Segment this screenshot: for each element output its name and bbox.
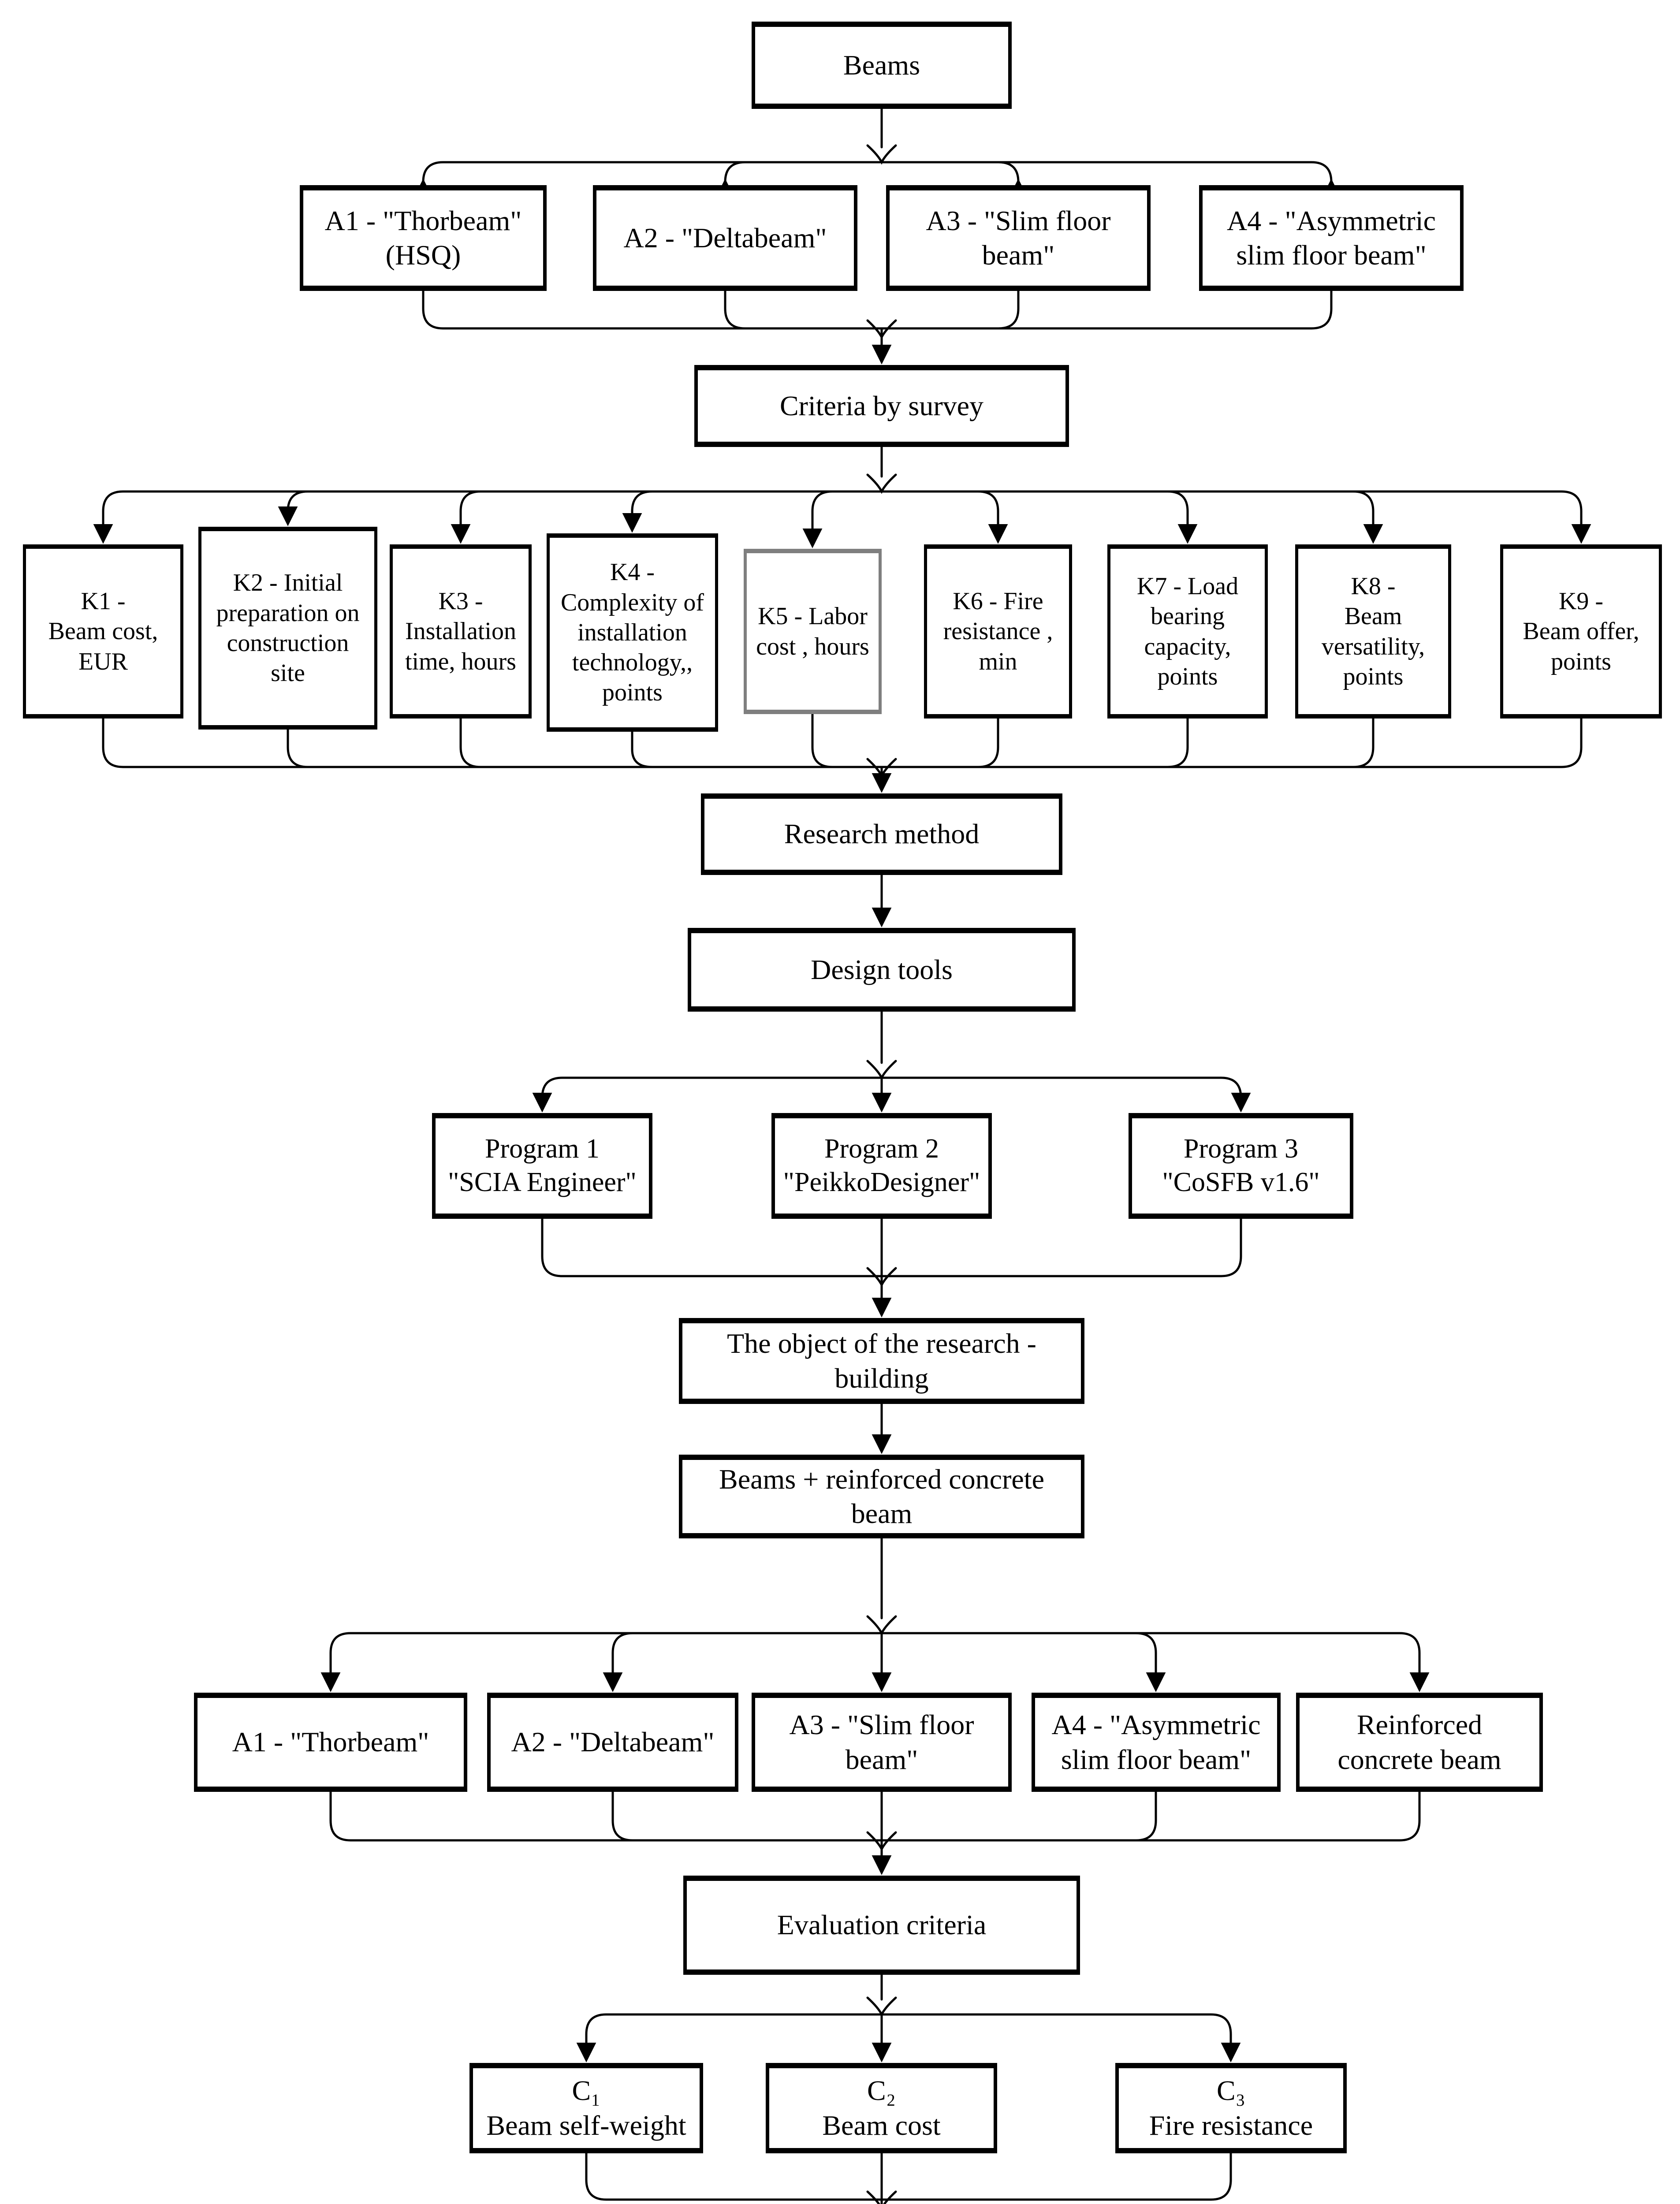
node-k8: K8 - Beam versatility, points — [1295, 544, 1451, 719]
merge-rational — [585, 2152, 1232, 2204]
fanout-alternatives — [320, 1537, 1430, 1692]
node-program-1: Program 1 "SCIA Engineer" — [432, 1113, 652, 1219]
node-k2: K2 - Initial preparation on construction… — [198, 527, 377, 730]
node-evaluation-criteria: Evaluation criteria — [683, 1876, 1080, 1975]
node-object-of-research: The object of the research - building — [679, 1318, 1084, 1404]
node-a1-top: A1 - "Thorbeam" (HSQ) — [300, 185, 547, 291]
node-c2-beam-cost: C₂ Beam cost — [766, 2063, 997, 2153]
fanout-evaluation — [576, 1973, 1241, 2063]
node-c1-beam-self-weight: C₁ Beam self-weight — [469, 2063, 703, 2153]
node-a3-bottom: A3 - "Slim floor beam" — [752, 1693, 1012, 1792]
node-a1-bottom: A1 - "Thorbeam" — [194, 1693, 467, 1792]
node-k5: K5 - Labor cost , hours — [744, 549, 882, 714]
fanout-beams — [413, 108, 1341, 199]
merge-object — [541, 1217, 1242, 1318]
node-k9: K9 - Beam offer, points — [1500, 544, 1662, 719]
merge-research — [102, 713, 1583, 793]
node-program-3: Program 3 "CoSFB v1.6" — [1129, 1113, 1353, 1219]
node-a2-top: A2 - "Deltabeam" — [593, 185, 857, 291]
node-beams: Beams — [752, 22, 1012, 109]
node-k4: K4 - Complexity of installation technolo… — [547, 533, 718, 732]
node-a2-bottom: A2 - "Deltabeam" — [487, 1693, 738, 1792]
node-design-tools: Design tools — [688, 928, 1076, 1012]
node-k7: K7 - Load bearing capacity, points — [1107, 544, 1268, 719]
node-criteria-by-survey: Criteria by survey — [694, 365, 1069, 447]
merge-criteria — [422, 290, 1333, 365]
node-program-2: Program 2 "PeikkoDesigner" — [771, 1113, 992, 1219]
fanout-design — [532, 1010, 1251, 1113]
fanout-criteria — [93, 446, 1591, 548]
node-k3: K3 - Installation time, hours — [390, 544, 532, 719]
node-k6: K6 - Fire resistance , min — [924, 544, 1072, 719]
node-c3-fire-resistance: C₃ Fire resistance — [1115, 2063, 1347, 2153]
node-a3-top: A3 - "Slim floor beam" — [886, 185, 1151, 291]
merge-evaluation — [329, 1791, 1421, 1875]
node-reinforced-concrete-beam: Reinforced concrete beam — [1296, 1693, 1543, 1792]
node-a4-bottom: A4 - "Asymmetric slim floor beam" — [1032, 1693, 1281, 1792]
node-a4-top: A4 - "Asymmetric slim floor beam" — [1199, 185, 1464, 291]
node-k1: K1 - Beam cost, EUR — [23, 544, 183, 719]
node-beams-plus-rc: Beams + reinforced concrete beam — [679, 1455, 1084, 1538]
node-research-method: Research method — [701, 793, 1062, 875]
